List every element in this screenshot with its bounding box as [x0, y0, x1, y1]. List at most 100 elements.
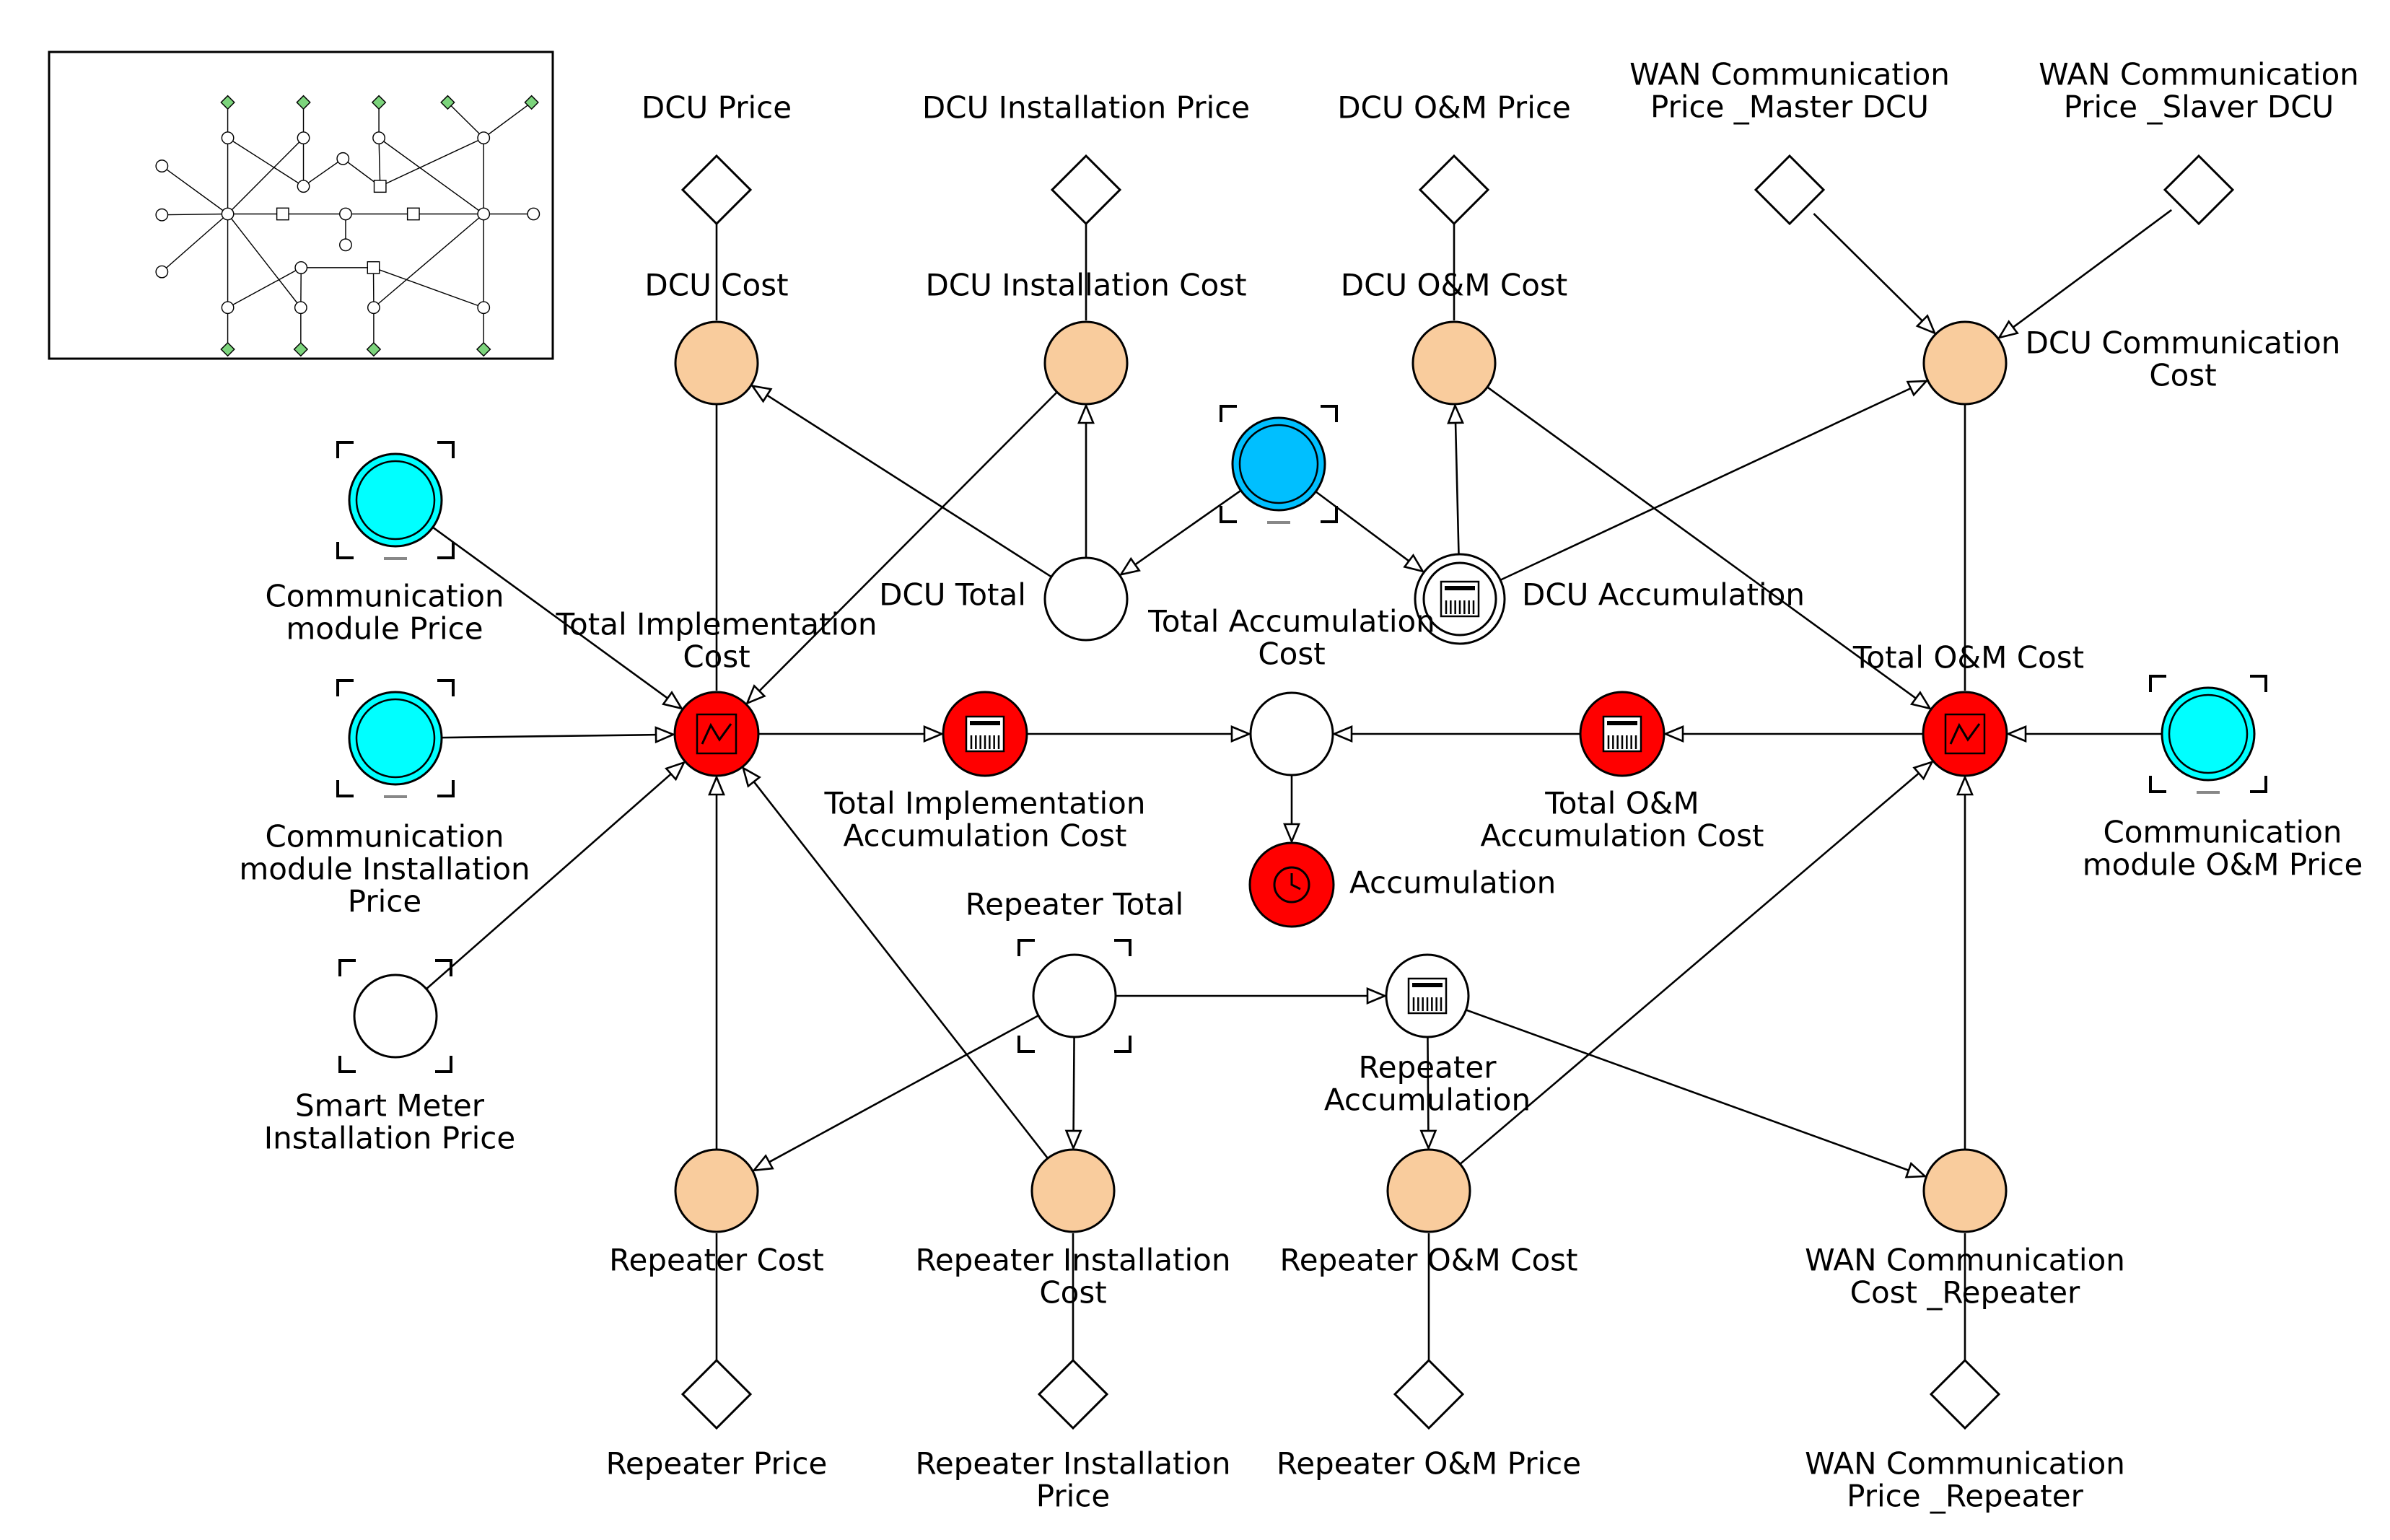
- minimap-node: [339, 238, 352, 252]
- node-label: module Price: [286, 611, 483, 647]
- link-repeater_om_cost-to-total_om_cost: [1459, 772, 1920, 1165]
- selection-bracket: [1220, 506, 1237, 523]
- constant-diamond[interactable]: [1929, 1358, 2001, 1430]
- node-label: Repeater Total: [966, 887, 1183, 922]
- selection-bracket: [2149, 675, 2166, 692]
- minimap-node: [221, 301, 235, 315]
- auxiliary-circle[interactable]: [674, 320, 759, 406]
- variable-circle[interactable]: [353, 974, 438, 1059]
- constant-diamond[interactable]: [1393, 1358, 1465, 1430]
- auxiliary-circle[interactable]: [1411, 320, 1497, 406]
- auxiliary-circle[interactable]: [674, 1148, 759, 1233]
- input-circle[interactable]: [348, 452, 443, 548]
- node-dcu-total[interactable]: DCU Total: [879, 556, 1129, 642]
- node-dcu-input[interactable]: [1220, 405, 1338, 524]
- minimap-node: [293, 341, 309, 357]
- selection-bracket: [437, 542, 455, 559]
- minimap-link: [378, 137, 484, 215]
- node-label: Repeater: [1359, 1050, 1497, 1085]
- link-dcu_input-to-dcu_accum: [1315, 491, 1410, 562]
- node-repeater-om-price[interactable]: Repeater O&M Price: [1277, 1358, 1581, 1482]
- node-repeater-om-cost[interactable]: Repeater O&M Cost: [1279, 1148, 1578, 1278]
- minimap-node: [221, 131, 235, 145]
- graph-icon-frame: [1944, 713, 1986, 755]
- auxiliary-circle[interactable]: [1043, 320, 1129, 406]
- minimap-node: [297, 180, 310, 193]
- node-dcu-price[interactable]: DCU Price: [642, 90, 792, 226]
- node-dcu-accum[interactable]: DCU Accumulation: [1414, 553, 1805, 645]
- link-dcu_input-to-dcu_total: [1134, 489, 1242, 566]
- node-dcu-inst-price[interactable]: DCU Installation Price: [922, 90, 1250, 226]
- minimap-link: [161, 165, 228, 215]
- selection-bracket: [1114, 1036, 1131, 1053]
- node-repeater-cost[interactable]: Repeater Cost: [609, 1148, 824, 1278]
- selection-bracket: [437, 679, 455, 696]
- constant-diamond[interactable]: [1418, 154, 1490, 226]
- constant-diamond[interactable]: [1754, 154, 1826, 226]
- selection-bracket: [1321, 405, 1338, 422]
- constant-diamond[interactable]: [1050, 154, 1122, 226]
- minimap-node: [406, 207, 420, 221]
- selection-bracket: [437, 441, 455, 458]
- node-label: Total O&M: [1544, 786, 1699, 821]
- link-repeater_accum-to-wan_comm_repeater: [1466, 1009, 1909, 1171]
- auxiliary-circle[interactable]: [1922, 1148, 2008, 1233]
- node-dcu-cost[interactable]: DCU Cost: [644, 268, 789, 406]
- input-circle[interactable]: [2161, 686, 2256, 782]
- node-label: DCU Price: [642, 90, 792, 126]
- variable-circle[interactable]: [1043, 556, 1129, 642]
- input-circle[interactable]: [1231, 416, 1326, 512]
- auxiliary-circle[interactable]: [1030, 1148, 1116, 1233]
- node-dcu-inst-cost[interactable]: DCU Installation Cost: [925, 268, 1247, 406]
- node-label: Total O&M Cost: [1852, 640, 2084, 675]
- node-label: Cost: [683, 639, 750, 675]
- minimap-node: [221, 207, 235, 221]
- overview-minimap[interactable]: [48, 51, 554, 360]
- auxiliary-circle[interactable]: [1386, 1148, 1471, 1233]
- constant-diamond[interactable]: [1037, 1358, 1109, 1430]
- accumulator-icon-bar: [1445, 586, 1475, 590]
- node-label: module Installation: [239, 852, 530, 887]
- minimap-node: [294, 301, 307, 315]
- tiny-caption: [384, 557, 407, 560]
- arrowhead-dcu_inst_cost: [1077, 403, 1095, 424]
- node-dcu-om-price[interactable]: DCU O&M Price: [1337, 90, 1571, 226]
- minimap-node: [336, 152, 350, 165]
- constant-diamond[interactable]: [2163, 154, 2235, 226]
- link-dcu_total-to-dcu_cost: [766, 394, 1052, 578]
- node-label: DCU Installation Cost: [925, 268, 1246, 303]
- variable-circle[interactable]: [1249, 691, 1334, 776]
- node-label: Price _Repeater: [1847, 1479, 2083, 1514]
- node-repeater-price[interactable]: Repeater Price: [606, 1358, 828, 1482]
- node-repeater-total[interactable]: Repeater Total: [966, 887, 1183, 1053]
- constant-diamond[interactable]: [680, 1358, 753, 1430]
- minimap-node: [276, 207, 289, 221]
- constant-diamond[interactable]: [680, 154, 753, 226]
- link-dcu_om_cost-to-total_om_cost: [1487, 386, 1917, 699]
- variable-circle[interactable]: [1032, 953, 1117, 1038]
- input-circle[interactable]: [348, 691, 443, 786]
- auxiliary-circle[interactable]: [1922, 320, 2008, 406]
- node-total-om-cost[interactable]: Total O&M Cost: [1852, 640, 2084, 777]
- node-accumulation[interactable]: Accumulation: [1248, 841, 1556, 928]
- node-label: DCU Installation Price: [922, 90, 1250, 126]
- arrowhead-total_om_cost: [1956, 774, 1974, 796]
- node-dcu-om-cost[interactable]: DCU O&M Cost: [1341, 268, 1568, 406]
- selection-bracket: [1321, 506, 1338, 523]
